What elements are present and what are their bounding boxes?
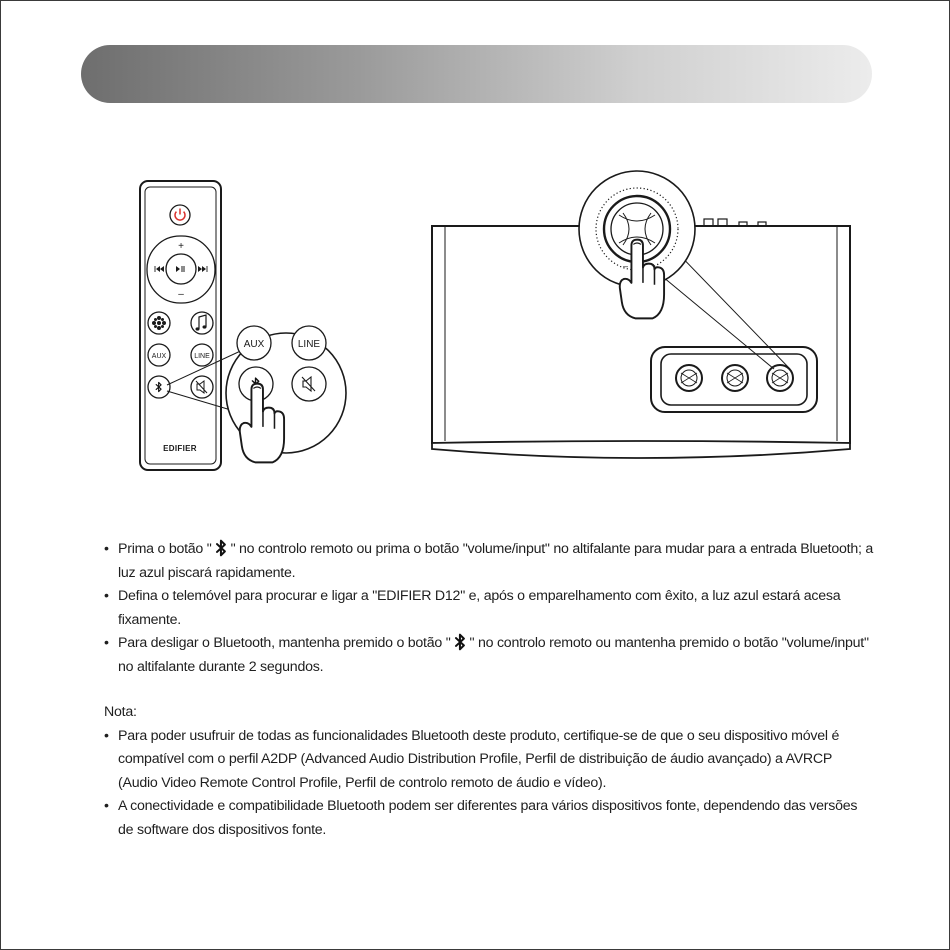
remote-nav-pad[interactable]: + – [146, 235, 216, 304]
note-item: A conectividade e compatibilidade Blueto… [104, 795, 874, 842]
remote-power-button[interactable] [169, 204, 191, 226]
instructions-block: Prima o botão "" no controlo remoto ou p… [104, 538, 874, 842]
volume-down-label: – [178, 289, 184, 300]
zoom-aux-button: AUX [236, 325, 272, 361]
remote-bluetooth-button[interactable] [147, 375, 171, 399]
mute-icon [195, 380, 208, 394]
zoom-line-button: LINE [291, 325, 327, 361]
zoom-line-label: LINE [298, 339, 321, 350]
speaker-unit [431, 218, 851, 459]
remote-line-label: LINE [194, 353, 210, 360]
play-pause-icon [176, 266, 185, 272]
note-title: Nota: [104, 704, 137, 720]
bluetooth-icon [215, 539, 226, 557]
remote-aux-button[interactable]: AUX [147, 343, 171, 367]
next-icon [198, 266, 208, 272]
zoom-aux-label: AUX [244, 339, 265, 350]
callout-line-upper [166, 347, 248, 386]
bluetooth-icon [454, 633, 465, 651]
remote-line-button[interactable]: LINE [190, 343, 214, 367]
remote-control: + – [139, 180, 222, 471]
front-knob-treble [721, 364, 749, 392]
zoom-mute-button [291, 366, 327, 402]
remote-brand-label: EDIFIER [163, 444, 197, 453]
play-pause-button [165, 253, 197, 285]
remote-eq-button[interactable] [147, 311, 171, 335]
knob-minus-label: – [623, 261, 628, 271]
illustration: + – [139, 170, 851, 471]
power-icon [174, 208, 186, 221]
callout-line-right [670, 245, 791, 370]
instruction-item: Para desligar o Bluetooth, mantenha prem… [104, 632, 874, 679]
eq-mode-icon [152, 316, 166, 330]
remote-mute-button[interactable] [190, 375, 214, 399]
mute-icon [301, 375, 316, 393]
remote-music-button[interactable] [190, 311, 214, 335]
callout-line-left [650, 266, 775, 370]
remote-aux-label: AUX [152, 353, 167, 360]
instruction-item: Defina o telemóvel para procurar e ligar… [104, 585, 874, 632]
section-header-bar [81, 45, 872, 103]
front-knob-volume-input [766, 364, 794, 392]
volume-up-label: + [178, 241, 184, 252]
previous-icon [154, 266, 164, 272]
knob-zoom-callout: – + [578, 170, 696, 320]
instruction-item: Prima o botão "" no controlo remoto ou p… [104, 538, 874, 585]
remote-zoom-callout: AUX LINE [225, 325, 347, 464]
front-knob-bass [675, 364, 703, 392]
music-note-icon [195, 314, 207, 331]
note-item: Para poder usufruir de todas as funciona… [104, 725, 874, 796]
